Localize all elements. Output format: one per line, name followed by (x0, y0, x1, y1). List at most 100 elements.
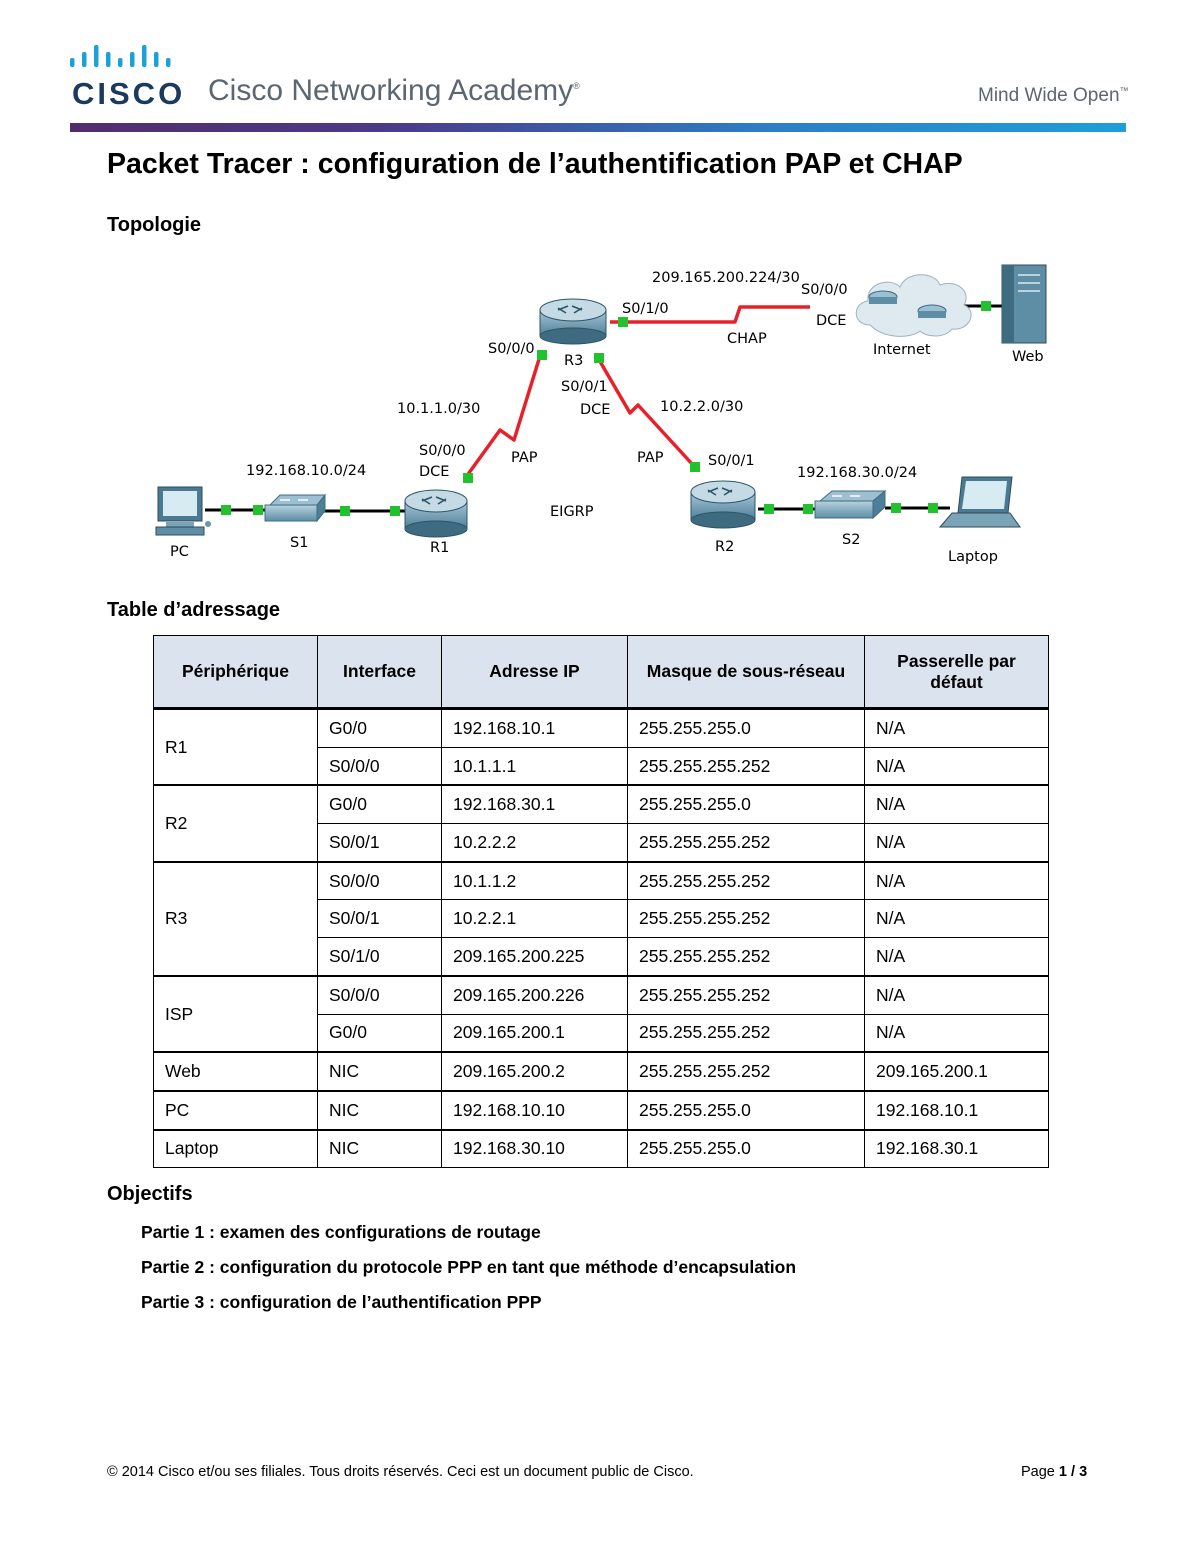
ip-cell: 10.2.2.1 (442, 900, 628, 938)
net-r1-r3-label: 10.1.1.0/30 (397, 401, 480, 417)
s1-label: S1 (290, 535, 308, 551)
ip-cell: 209.165.200.226 (442, 976, 628, 1014)
col-device: Périphérique (154, 636, 318, 709)
table-row: R1 G0/0 192.168.10.1 255.255.255.0 N/A (154, 709, 1049, 748)
page-current: 1 (1059, 1464, 1067, 1480)
interface-cell: S0/0/0 (318, 747, 442, 785)
cisco-bars-logo (70, 45, 182, 75)
interface-cell: S0/0/0 (318, 976, 442, 1014)
table-row: ISP S0/0/0 209.165.200.226 255.255.255.2… (154, 976, 1049, 1014)
interface-cell: G0/0 (318, 1014, 442, 1052)
mask-cell: 255.255.255.0 (628, 785, 865, 823)
device-cell: R2 (154, 785, 318, 861)
eigrp-label: EIGRP (550, 504, 594, 520)
academy-name: Cisco Networking Academy® (208, 74, 580, 108)
table-row: Web NIC 209.165.200.2 255.255.255.252 20… (154, 1052, 1049, 1091)
pap-right-label: PAP (637, 450, 664, 466)
device-cell: PC (154, 1091, 318, 1130)
ip-cell: 10.1.1.1 (442, 747, 628, 785)
gateway-cell: N/A (865, 747, 1049, 785)
table-header-row: Périphérique Interface Adresse IP Masque… (154, 636, 1049, 709)
interface-cell: S0/0/0 (318, 862, 442, 900)
objective-item: Partie 2 : configuration du protocole PP… (141, 1257, 796, 1278)
mask-cell: 255.255.255.252 (628, 824, 865, 862)
mask-cell: 255.255.255.252 (628, 1052, 865, 1091)
page-title: Packet Tracer : configuration de l’authe… (107, 148, 963, 181)
mask-cell: 255.255.255.252 (628, 1014, 865, 1052)
mask-cell: 255.255.255.252 (628, 862, 865, 900)
interface-cell: S0/1/0 (318, 938, 442, 976)
r3-s001-label: S0/0/1 (561, 379, 608, 395)
gateway-cell: N/A (865, 709, 1049, 748)
objective-item: Partie 1 : examen des configurations de … (141, 1222, 541, 1243)
header-gradient-bar (70, 123, 1126, 132)
registered-mark: ® (573, 81, 580, 91)
r1-s000-label: S0/0/0 (419, 443, 466, 459)
mask-cell: 255.255.255.252 (628, 900, 865, 938)
page-number: Page 1 / 3 (1021, 1464, 1087, 1480)
trademark: ™ (1120, 86, 1129, 96)
interface-cell: NIC (318, 1052, 442, 1091)
router-r3-icon (540, 299, 606, 344)
lan1-label: 192.168.10.0/24 (246, 463, 366, 479)
addressing-table-heading: Table d’adressage (107, 599, 280, 622)
gateway-cell: N/A (865, 900, 1049, 938)
r2-label: R2 (715, 539, 734, 555)
r2-s001-label: S0/0/1 (708, 453, 755, 469)
interface-cell: S0/0/1 (318, 900, 442, 938)
ip-cell: 209.165.200.1 (442, 1014, 628, 1052)
router-r1-icon (405, 490, 467, 537)
router-r2-icon (691, 481, 755, 528)
ip-cell: 10.2.2.2 (442, 824, 628, 862)
interface-cell: G0/0 (318, 785, 442, 823)
interface-cell: G0/0 (318, 709, 442, 748)
lan2-label: 192.168.30.0/24 (797, 465, 917, 481)
mask-cell: 255.255.255.0 (628, 1130, 865, 1168)
gateway-cell: N/A (865, 824, 1049, 862)
gateway-cell: N/A (865, 1014, 1049, 1052)
mask-cell: 255.255.255.0 (628, 1091, 865, 1130)
cisco-wordmark: CISCO (72, 76, 185, 112)
web-server-icon (1002, 265, 1046, 343)
device-cell: Laptop (154, 1130, 318, 1168)
ip-cell: 209.165.200.2 (442, 1052, 628, 1091)
device-cell: R1 (154, 709, 318, 786)
internet-cloud-icon (856, 275, 971, 337)
page-separator: / (1067, 1464, 1079, 1480)
col-default-gateway: Passerelle par défaut (865, 636, 1049, 709)
table-row: R3 S0/0/0 10.1.1.2 255.255.255.252 N/A (154, 862, 1049, 900)
objective-item: Partie 3 : configuration de l’authentifi… (141, 1292, 542, 1313)
footer-copyright: © 2014 Cisco et/ou ses filiales. Tous dr… (107, 1464, 694, 1480)
pc-icon (156, 487, 211, 535)
table-row: Laptop NIC 192.168.30.10 255.255.255.0 1… (154, 1130, 1049, 1168)
r3-s010-label: S0/1/0 (622, 301, 669, 317)
mask-cell: 255.255.255.0 (628, 709, 865, 748)
topology-diagram: PC S1 R1 R3 R2 S2 Laptop Internet Web 19… (140, 255, 1070, 575)
r3-label: R3 (564, 353, 583, 369)
isp-dce-label: DCE (816, 313, 846, 329)
ip-cell: 10.1.1.2 (442, 862, 628, 900)
academy-name-text: Cisco Networking Academy (208, 74, 573, 107)
ip-cell: 192.168.30.1 (442, 785, 628, 823)
internet-label: Internet (873, 342, 931, 358)
objectives-heading: Objectifs (107, 1183, 193, 1206)
isp-s000-label: S0/0/0 (801, 282, 848, 298)
net-isp-label: 209.165.200.224/30 (652, 270, 800, 286)
pc-label: PC (170, 544, 189, 560)
pap-left-label: PAP (511, 450, 538, 466)
col-interface: Interface (318, 636, 442, 709)
r3-s000-label: S0/0/0 (488, 341, 535, 357)
gateway-cell: N/A (865, 862, 1049, 900)
web-label: Web (1012, 349, 1044, 365)
interface-cell: NIC (318, 1091, 442, 1130)
table-row: R2 G0/0 192.168.30.1 255.255.255.0 N/A (154, 785, 1049, 823)
mask-cell: 255.255.255.252 (628, 747, 865, 785)
ip-cell: 192.168.30.10 (442, 1130, 628, 1168)
laptop-icon (940, 477, 1020, 527)
gateway-cell: N/A (865, 938, 1049, 976)
device-cell: R3 (154, 862, 318, 976)
r1-label: R1 (430, 540, 449, 556)
device-cell: ISP (154, 976, 318, 1052)
ip-cell: 192.168.10.1 (442, 709, 628, 748)
tagline-text: Mind Wide Open (978, 85, 1120, 106)
